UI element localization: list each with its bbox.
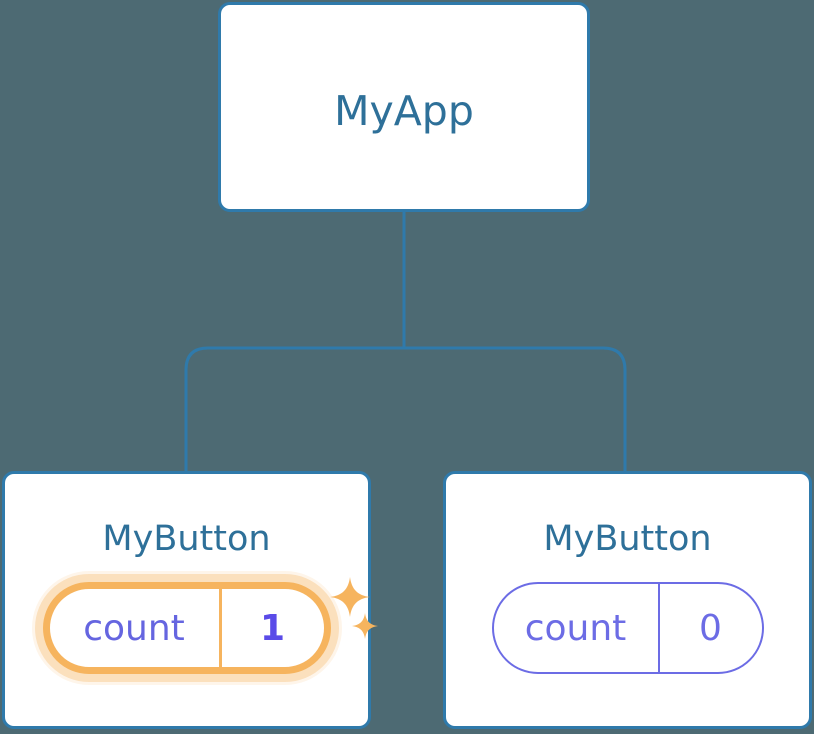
state-pill-divider (218, 589, 222, 667)
state-pill-divider (657, 584, 660, 672)
sparkle-large-icon (329, 577, 370, 617)
component-card-root[interactable]: MyApp (218, 2, 590, 212)
state-value-label: 1 (259, 607, 286, 649)
state-key-label: count (524, 607, 627, 649)
component-card-child-left[interactable]: MyButton count 1 (2, 471, 378, 729)
connector-bus-to-right-child (404, 346, 627, 471)
sparkle-small-icon (351, 613, 378, 639)
component-card-child-right[interactable]: MyButton count 0 (443, 471, 812, 729)
state-pill-default[interactable]: count 0 (491, 582, 764, 674)
component-name-label: MyApp (334, 87, 474, 135)
state-value-label: 0 (699, 607, 722, 649)
state-pill-highlighted[interactable]: count 1 (42, 577, 378, 674)
component-name-label: MyButton (543, 519, 712, 559)
state-pill-wrapper: count 0 (491, 582, 764, 674)
update-sparkles (329, 577, 388, 653)
connector-bus-to-left-child (184, 346, 404, 471)
state-pill-wrapper: count 1 (42, 577, 378, 674)
state-key-label: count (83, 607, 185, 649)
component-name-label: MyButton (102, 519, 271, 559)
